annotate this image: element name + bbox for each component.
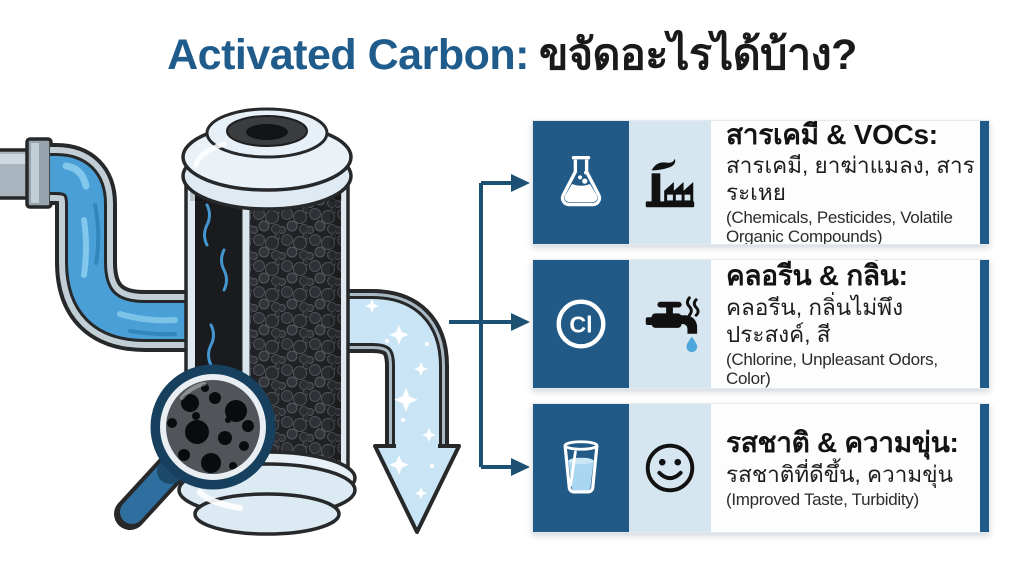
panel-thai-line: สารเคมี, ยาฆ่าแมลง, สารระเหย [726,153,975,206]
connector-arrow-icon [511,458,530,476]
panel-heading: คลอรีน & กลิ่น: [726,260,908,292]
panel-heading: สารเคมี & VOCs: [726,121,938,150]
panel-thai-line: รสชาติที่ดีขึ้น, ความขุ่น [726,461,953,487]
panel-text-chlorine-odor: คลอรีน & กลิ่น: คลอรีน, กลิ่นไม่พึงประสง… [711,260,980,388]
panel-accent-bar [980,260,989,388]
panel-text-chemicals-vocs: สารเคมี & VOCs: สารเคมี, ยาฆ่าแมลง, สารร… [711,121,980,244]
connector-arrow-icon [511,313,530,331]
magnifying-glass-icon [114,364,276,530]
panel-accent-bar [980,404,989,532]
chlorine-cl-icon: Cl [533,260,629,388]
panel-text-taste-turbidity: รสชาติ & ความขุ่น: รสชาติที่ดีขึ้น, ความ… [711,404,980,532]
flask-icon [533,121,629,244]
pipe-coupling-icon [25,137,53,209]
connector-arrow-icon [511,174,530,192]
info-panel-chemicals-vocs: สารเคมี & VOCs: สารเคมี, ยาฆ่าแมลง, สารร… [532,120,990,245]
faucet-icon [629,260,711,388]
tap-water-pipe [50,143,188,352]
panel-thai-line: คลอรีน, กลิ่นไม่พึงประสงค์, สี [726,294,904,347]
connector-arrows [449,174,530,476]
clean-water-down-arrow-icon [348,289,461,534]
panel-english-line: (Improved Taste, Turbidity) [726,489,919,509]
inlet-pipe [0,137,53,209]
sparkle-icon [365,299,436,500]
info-panel-chlorine-odor: Cl คลอรีน & กลิ่น: คลอรีน, กลิ่นไม่พึงปร… [532,259,990,389]
page-title-english: Activated Carbon: [167,31,529,79]
smiley-icon [629,404,711,532]
factory-icon [629,121,711,244]
svg-text:Cl: Cl [569,312,592,338]
panel-heading: รสชาติ & ความขุ่น: [726,427,959,459]
page-title: Activated Carbon:ขจัดอะไรได้บ้าง? [0,20,1024,88]
info-panel-taste-turbidity: รสชาติ & ความขุ่น: รสชาติที่ดีขึ้น, ความ… [532,403,990,533]
panel-english-line: (Chlorine, Unpleasant Odors, Color) [726,349,938,388]
panel-accent-bar [980,121,989,244]
water-glass-icon [533,404,629,532]
panel-english-line: (Chemicals, Pesticides, Volatile Organic… [726,208,953,244]
page-title-thai: ขจัดอะไรได้บ้าง? [538,31,857,79]
filter-cap [181,107,353,211]
